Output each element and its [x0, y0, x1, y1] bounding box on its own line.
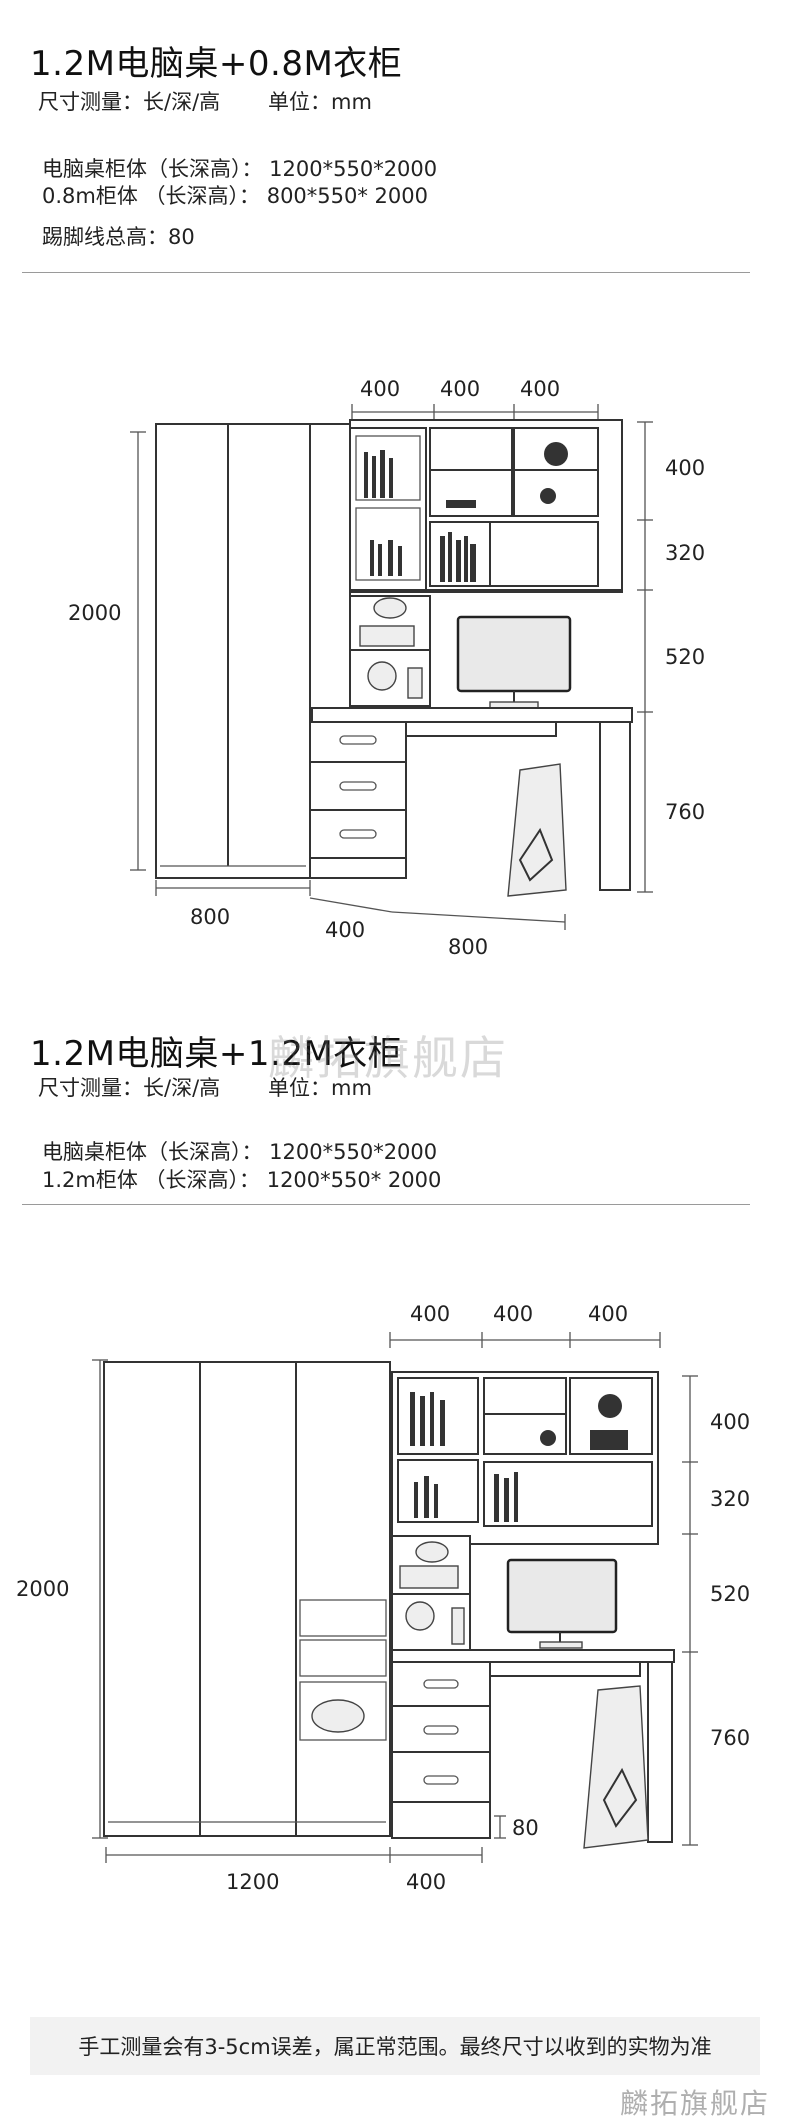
section1-measure: 尺寸测量：长/深/高 — [38, 90, 221, 114]
section1-spec-kick: 踢脚线总高：80 — [42, 225, 195, 249]
s1-furniture-drawing — [130, 404, 653, 930]
section1-title: 1.2M电脑桌+0.8M衣柜 — [30, 44, 403, 84]
s1-top-width-3: 400 — [520, 377, 561, 401]
s1-height-desk-shelf: 520 — [665, 645, 706, 669]
section2-unit: 单位：mm — [268, 1076, 372, 1100]
section1-unit: 单位：mm — [268, 90, 372, 114]
s1-total-height: 2000 — [68, 601, 122, 625]
section2-spec-wardrobe: 1.2m柜体 （长深高）： 1200*550* 2000 — [42, 1168, 442, 1192]
section1-divider — [22, 272, 750, 273]
s2-kick-height: 80 — [512, 1816, 539, 1840]
s2-top-width-2: 400 — [493, 1302, 534, 1326]
s1-bottom-width-drawer: 400 — [325, 918, 366, 942]
s2-furniture-drawing — [92, 1332, 698, 1863]
s2-top-width-1: 400 — [410, 1302, 451, 1326]
s2-height-mid: 320 — [710, 1487, 751, 1511]
s2-bottom-width-wardrobe: 1200 — [226, 1870, 280, 1894]
s1-height-mid: 320 — [665, 541, 706, 565]
s2-height-desk-shelf: 520 — [710, 1582, 751, 1606]
s2-bottom-width-drawer: 400 — [406, 1870, 447, 1894]
section1-spec-wardrobe: 0.8m柜体 （长深高）： 800*550* 2000 — [42, 184, 428, 208]
s1-height-upper: 400 — [665, 456, 706, 480]
section2-spec-desk: 电脑桌柜体（长深高）： 1200*550*2000 — [42, 1140, 438, 1164]
s1-height-desk: 760 — [665, 800, 706, 824]
footer-note-box: 手工测量会有3-5cm误差，属正常范围。最终尺寸以收到的实物为准 — [30, 2017, 760, 2075]
footer-note: 手工测量会有3-5cm误差，属正常范围。最终尺寸以收到的实物为准 — [78, 2035, 712, 2059]
section2-divider — [22, 1204, 750, 1205]
section2-title: 1.2M电脑桌+1.2M衣柜 — [30, 1034, 403, 1074]
section2-measure: 尺寸测量：长/深/高 — [38, 1076, 221, 1100]
section2-watermark: 麟拓旗舰店 — [268, 1031, 508, 1085]
s1-bottom-width-wardrobe: 800 — [190, 905, 231, 929]
footer-watermark: 麟拓旗舰店 — [620, 2087, 771, 2120]
s2-height-desk: 760 — [710, 1726, 751, 1750]
s1-top-width-2: 400 — [440, 377, 481, 401]
section1-spec-desk: 电脑桌柜体（长深高）： 1200*550*2000 — [42, 157, 438, 181]
s2-top-width-3: 400 — [588, 1302, 629, 1326]
s2-total-height: 2000 — [16, 1577, 70, 1601]
s1-bottom-width-desk: 800 — [448, 935, 489, 959]
s2-height-upper: 400 — [710, 1410, 751, 1434]
s1-top-width-1: 400 — [360, 377, 401, 401]
